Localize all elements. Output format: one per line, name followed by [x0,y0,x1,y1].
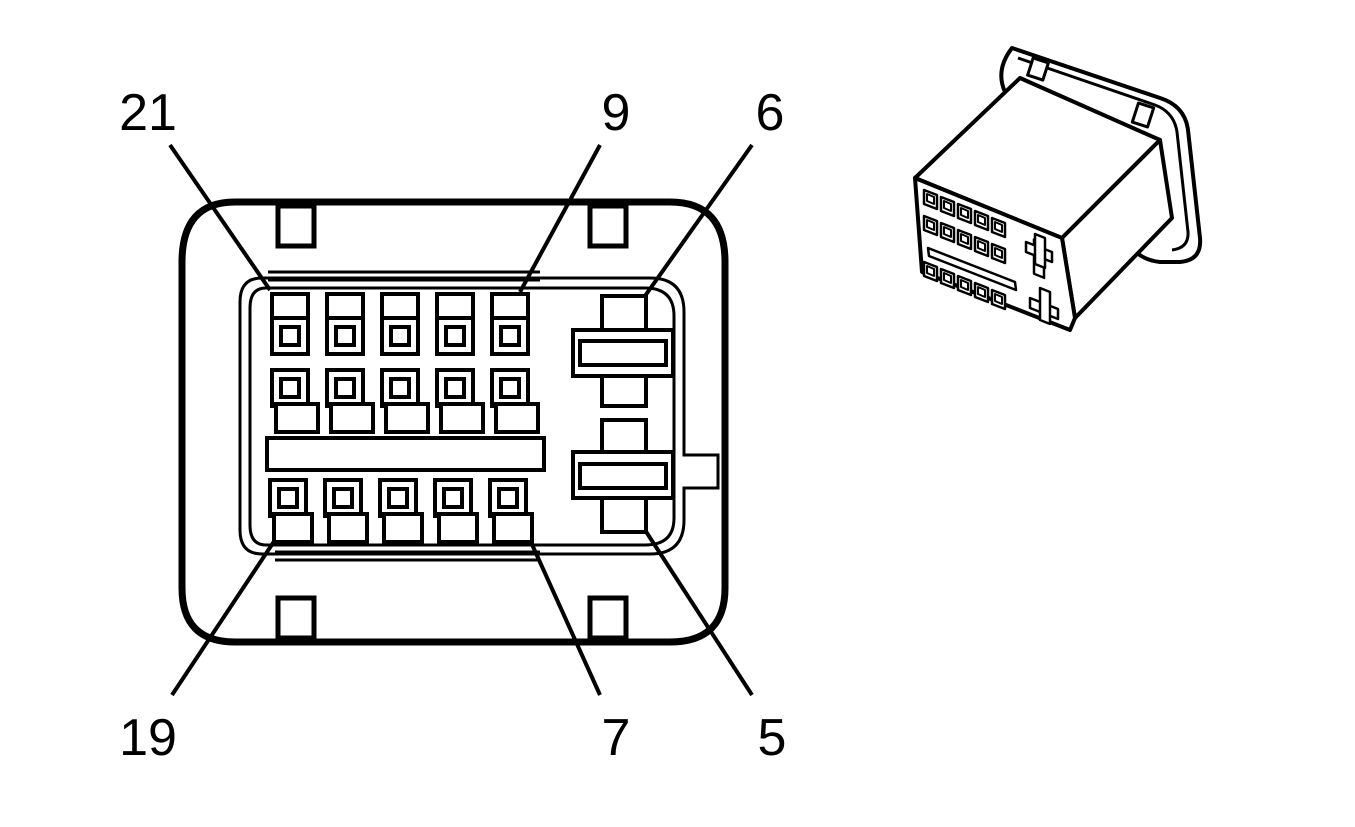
terminal-row-1 [270,292,530,356]
leader-7 [528,539,602,696]
terminal-cavity [325,368,375,434]
flange-tab-right [1130,101,1156,129]
pin-label-6: 6 [756,84,785,142]
iso-terminal-cavity [990,242,1007,265]
terminal-cavity [435,292,475,356]
terminal-cavity [325,292,365,356]
iso-terminal-cavity [939,267,956,290]
iso-terminal-cavity [956,202,973,225]
iso-terminal-cavity [922,214,939,237]
iso-terminal-cavity [922,188,939,211]
pin-label-19: 19 [119,709,177,767]
terminal-cavity [488,478,534,544]
terminal-cavity [378,478,424,544]
terminal-cavity [380,368,430,434]
terminal-cavity [270,368,320,434]
terminal-row-3 [268,478,534,544]
leader-6 [643,143,754,298]
iso-terminal-cavity [939,195,956,218]
terminal-cavity [435,368,485,434]
large-terminal-upper [571,294,675,408]
pin-label-9: 9 [602,84,631,142]
flange-inner [1017,56,1190,252]
leader-21 [168,143,272,292]
terminal-cavity [433,478,479,544]
latch-bottom-left [275,595,317,641]
iso-terminal-cavity [939,221,956,244]
latch-top-left [275,203,317,249]
terminal-cavity [490,292,530,356]
pin-label-5: 5 [758,709,787,767]
iso-large-terminal-upper [1024,232,1054,280]
iso-terminal-cavity [956,228,973,251]
iso-terminal-cavity [990,288,1007,311]
iso-terminal-cavity [973,209,990,232]
terminal-cavity [270,292,310,356]
flange-tab-top [1026,56,1050,82]
terminal-cavity [380,292,420,356]
iso-terminal-cavity [973,235,990,258]
iso-terminal-cavities [922,188,1007,311]
pin-label-7: 7 [602,709,631,767]
large-terminal-lower [571,418,675,534]
iso-divider-bar [926,246,1018,292]
leader-19 [170,538,277,697]
latch-top-right [587,203,629,249]
latch-bottom-right [587,595,629,641]
cavity-inner-outline-2 [248,286,676,547]
iso-terminal-cavity [973,281,990,304]
leader-9 [518,144,602,293]
terminal-row-2 [270,368,540,434]
pin-label-21: 21 [119,84,177,142]
terminal-cavity [268,478,314,544]
connector-housing-outline [178,198,729,646]
leader-lines [168,143,754,697]
leader-5 [643,528,754,697]
divider-bar [265,436,546,472]
connector-face-view [178,198,729,646]
connector-isometric-view [913,46,1203,332]
iso-terminal-cavity [956,274,973,297]
iso-terminal-cavity [990,216,1007,239]
iso-terminal-cavity [922,260,939,283]
terminal-cavity [323,478,369,544]
iso-large-terminal-lower [1028,286,1060,326]
terminal-cavity [490,368,540,434]
